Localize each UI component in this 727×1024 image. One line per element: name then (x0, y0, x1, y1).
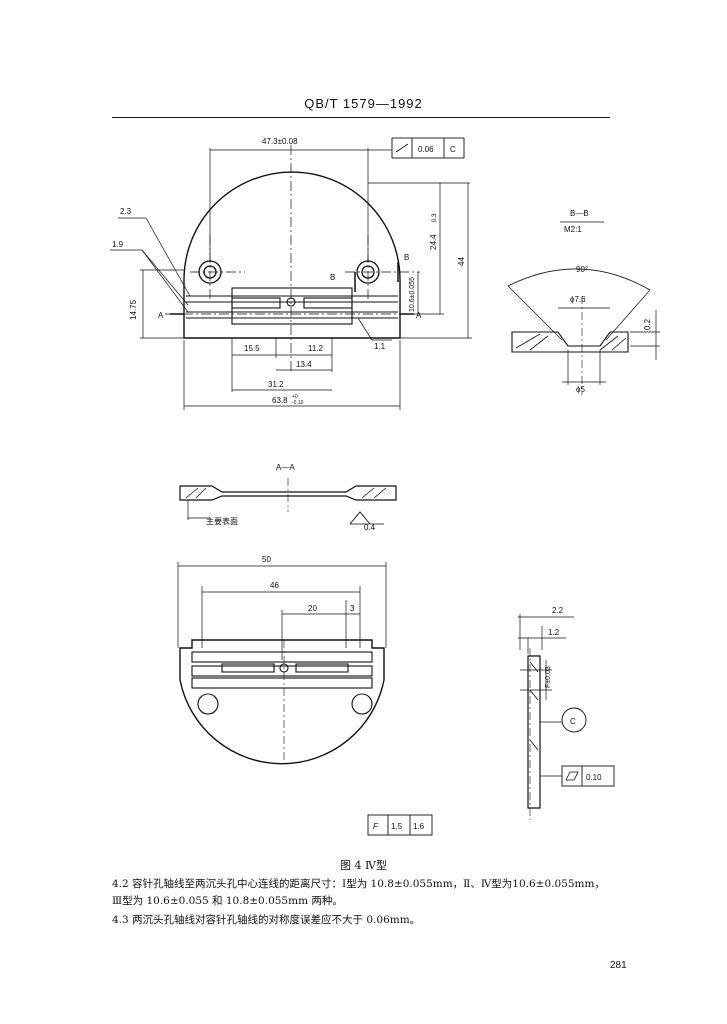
side-view (518, 614, 615, 820)
dim-63-8-tol-lower: -0.10 (292, 400, 304, 406)
dim-24-4: 24.4 (429, 234, 438, 250)
bottom-view-slots (191, 651, 373, 715)
dim-1-2: 1.2 (548, 628, 560, 637)
section-b-left: B (330, 273, 335, 282)
dimension-lines-top (110, 148, 472, 410)
dim-14-75: 14.75 (129, 299, 138, 320)
dim-13-4: 13.4 (296, 360, 312, 369)
dim-3: 3 (350, 604, 355, 613)
dia-7-6: ϕ7.6 (570, 295, 586, 304)
section-bb-view (507, 221, 660, 395)
section-aa-title: A—A (276, 463, 295, 472)
dim-50: 50 (262, 555, 271, 564)
page-number: 281 (610, 960, 627, 971)
dim-1-1: 1.1 (374, 342, 386, 351)
dim-63-8-tol-upper: +0 (292, 394, 298, 400)
flatness-value: 0.06 (418, 145, 434, 154)
section-bb-title: B—B (570, 209, 589, 218)
dim-f-tol: F±0.03 (545, 666, 552, 688)
clause-4-3: 4.3 两沉头孔轴线对容针孔轴线的对称度误差应不大于 0.06mm。 (112, 912, 612, 929)
datum-c-circle: C (570, 717, 576, 726)
dia-5: ϕ5 (576, 385, 585, 394)
section-a-right: A (416, 311, 422, 320)
header-rule (112, 117, 610, 118)
section-a-left: A (158, 311, 164, 320)
f-table-frame (367, 814, 433, 836)
clause-4-3-text: 两沉头孔轴线对容针孔轴线的对称度误差应不大于 0.06mm。 (132, 914, 421, 926)
f-table-val1: 1.5 (391, 822, 403, 831)
f-table-label: F (373, 822, 379, 831)
dimension-lines-bottom (177, 562, 387, 760)
dim-1-9: 1.9 (112, 240, 124, 249)
depth-0-2: 0.2 (643, 318, 652, 330)
f-table-val2: 1.6 (413, 822, 425, 831)
section-bb-scale: M2:1 (564, 225, 582, 234)
dim-46: 46 (270, 581, 279, 590)
dim-20: 20 (308, 604, 317, 613)
top-view-outline (183, 171, 401, 339)
dim-2-3: 2.3 (120, 207, 132, 216)
center-lines (165, 145, 420, 372)
feed-slots (186, 287, 398, 325)
bottom-view-outline (179, 639, 385, 765)
dim-11-2: 11.2 (308, 344, 324, 353)
section-b-right: B (404, 253, 409, 262)
flatness-tolerance-frame (391, 137, 465, 159)
figure-caption: 图 4 Ⅳ型 (340, 859, 387, 872)
clause-4-2: 4.2 容针孔轴线至两沉头孔中心连线的距离尺寸：Ⅰ型为 10.8±0.055mm… (112, 876, 612, 910)
dim-44: 44 (457, 257, 466, 266)
clause-4-2-number: 4.2 (112, 878, 129, 890)
side-tolerance: 0.10 (586, 773, 602, 782)
roughness-0-4: 0.4 (364, 523, 376, 532)
dim-63-8: 63.8 (272, 396, 288, 405)
dim-31-2: 31.2 (268, 380, 284, 389)
dim-47: 47.3±0.08 (262, 137, 298, 146)
datum-c-label: C (450, 145, 456, 154)
clause-4-3-number: 4.3 (112, 914, 129, 926)
dim-15-5: 15.5 (244, 344, 260, 353)
main-surface-label: 主要表面 (206, 516, 238, 526)
angle-90: 90° (576, 265, 588, 274)
dim-2-2: 2.2 (552, 606, 564, 615)
section-aa-view (179, 478, 397, 525)
dim-10-6: 10.6±0.055 (409, 277, 416, 312)
dim-24-4-tol: 0.3 (432, 213, 438, 222)
clause-4-2-text: 容针孔轴线至两沉头孔中心连线的距离尺寸：Ⅰ型为 10.8±0.055mm，Ⅱ、Ⅳ… (112, 878, 605, 907)
standard-header: QB/T 1579—1992 (304, 96, 423, 111)
